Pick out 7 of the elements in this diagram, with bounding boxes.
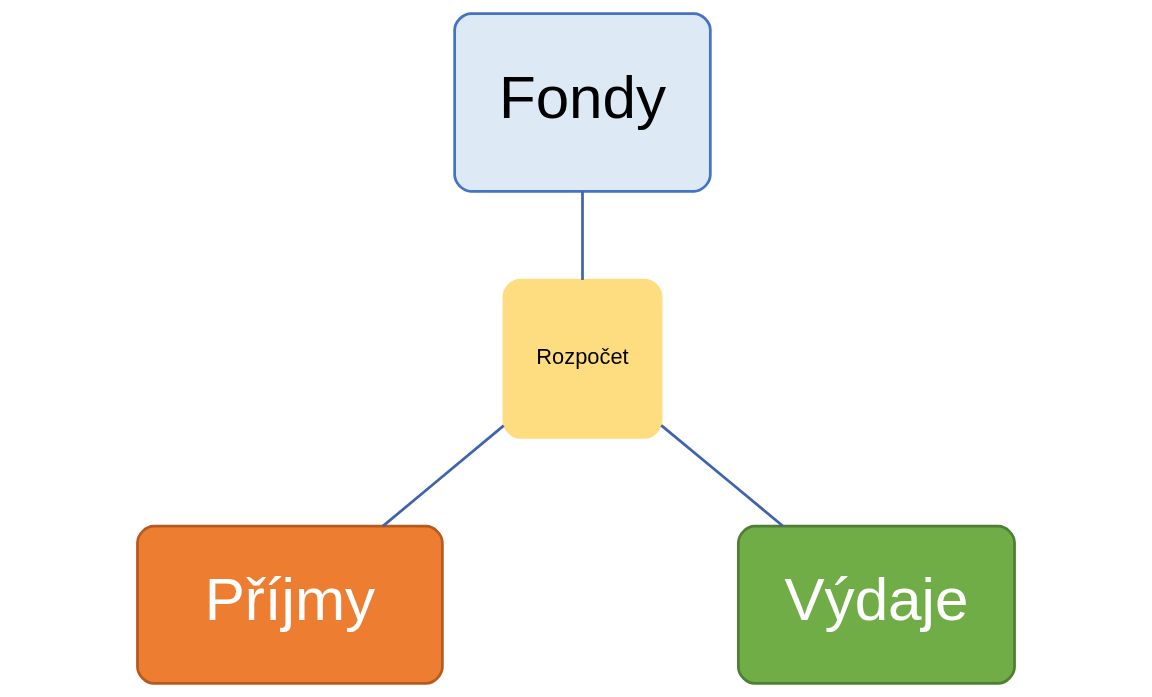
- node-box: Výdaje: [737, 524, 1016, 685]
- connector: [382, 424, 505, 528]
- node-box: Fondy: [453, 12, 712, 193]
- node-box: Rozpočet: [502, 278, 663, 439]
- connector: [581, 191, 584, 280]
- node-box: Příjmy: [136, 524, 444, 685]
- connector: [660, 424, 784, 528]
